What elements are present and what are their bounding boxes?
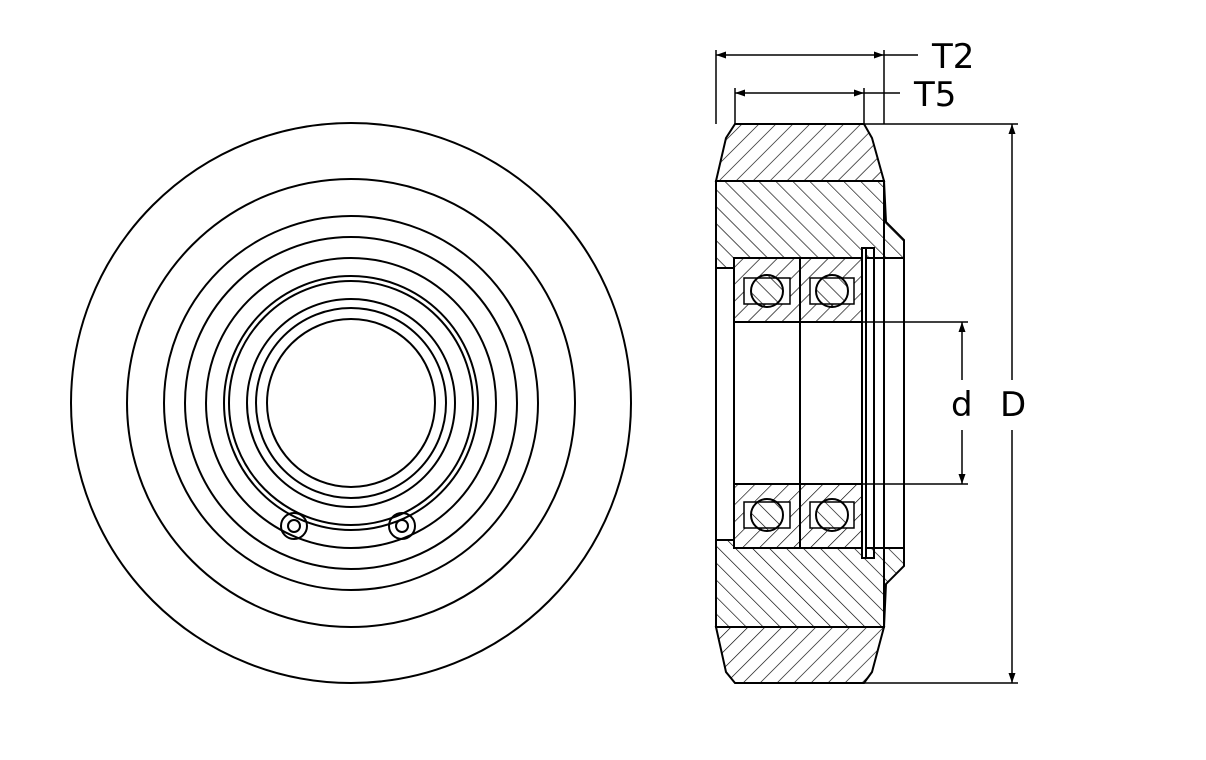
snap-ring-eye-left [280, 512, 308, 540]
snap-ring-outer [228, 280, 474, 526]
snap-ring-eye-right [388, 512, 416, 540]
bore-circle [266, 318, 436, 488]
tyre-section-bottom [714, 626, 886, 684]
tread-circle [126, 178, 576, 628]
inner-diameter-label: d [951, 385, 973, 425]
section-view [714, 123, 905, 684]
hub-circle-1 [163, 215, 539, 591]
dimension-lines [715, 50, 1018, 684]
inner-ring-outer [255, 307, 447, 499]
bearing-top-right [799, 257, 863, 323]
t2-label: T2 [931, 37, 974, 77]
hub-section-top [715, 180, 905, 269]
outer-tire-circle [70, 122, 632, 684]
bearing-bottom-left [733, 483, 801, 549]
snap-ring-hole-right [395, 519, 409, 533]
tyre-section-top [714, 123, 886, 182]
bearing-outer-circle [223, 275, 479, 531]
hub-section-bottom [715, 539, 905, 628]
bearing-bottom-right [799, 483, 863, 549]
bearing-top-left [733, 257, 801, 323]
t5-label: T5 [913, 75, 956, 115]
front-view [70, 122, 632, 684]
bearing-seat-circle [246, 298, 456, 508]
outer-diameter-label: D [1000, 385, 1026, 425]
snap-ring-hole-left [287, 519, 301, 533]
hub-circle-3 [205, 257, 497, 549]
hub-circle-2 [184, 236, 518, 570]
snap-ring-section [865, 247, 875, 559]
